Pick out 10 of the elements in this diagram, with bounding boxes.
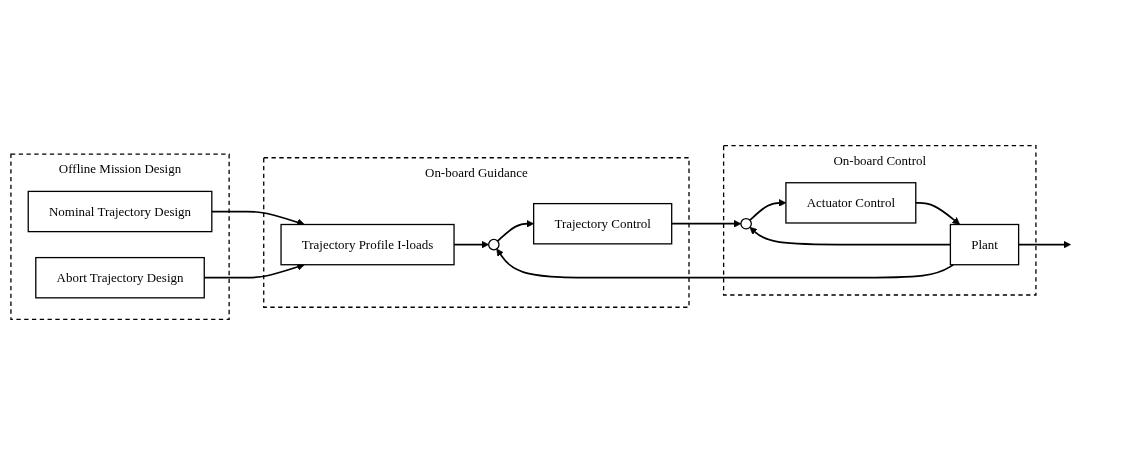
arrow bbox=[496, 219, 534, 242]
node-box: Actuator Control bbox=[785, 182, 917, 224]
node-box: Trajectory Profile I-loads bbox=[280, 223, 455, 266]
node-box: Nominal Trajectory Design bbox=[27, 190, 213, 233]
arrow bbox=[496, 248, 955, 279]
node-circle bbox=[740, 217, 752, 230]
node-box: Abort Trajectory Design bbox=[35, 256, 205, 299]
node-box: Plant bbox=[949, 223, 1020, 266]
node-circle bbox=[488, 238, 500, 251]
node-box: Trajectory Control bbox=[533, 202, 673, 245]
